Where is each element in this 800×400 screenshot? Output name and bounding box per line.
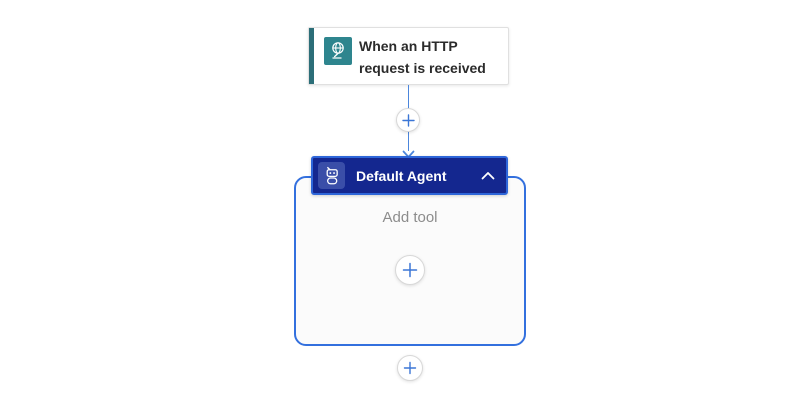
agent-header-card[interactable]: Default Agent: [311, 156, 508, 195]
http-request-icon: [324, 37, 352, 65]
add-tool-label: Add tool: [382, 209, 438, 226]
trigger-card[interactable]: When an HTTP request is received: [308, 27, 509, 85]
add-tool-button[interactable]: [395, 255, 425, 285]
plus-icon: [402, 262, 418, 278]
collapse-button[interactable]: [479, 167, 497, 185]
add-step-button-bottom[interactable]: [397, 355, 423, 381]
agent-bot-icon: [318, 162, 345, 189]
trigger-accent-stripe: [309, 28, 314, 84]
arrow-down-icon: [402, 146, 415, 158]
chevron-up-icon: [481, 171, 495, 180]
trigger-title: When an HTTP request is received: [359, 38, 486, 76]
plus-icon: [401, 113, 415, 127]
agent-title: Default Agent: [356, 167, 447, 184]
plus-icon: [403, 361, 417, 375]
insert-step-button[interactable]: [396, 108, 420, 132]
